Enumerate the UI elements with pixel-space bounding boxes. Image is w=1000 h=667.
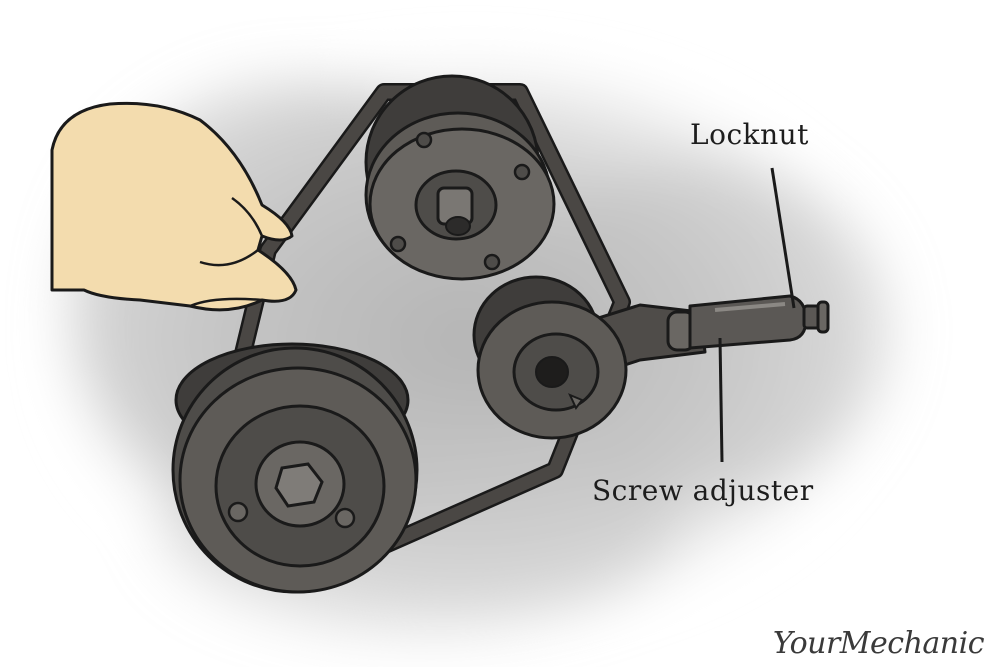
brand-watermark: YourMechanic	[772, 626, 985, 661]
locknut-leader-line	[770, 167, 796, 309]
locknut-label: Locknut	[690, 118, 809, 151]
hand-illustration	[50, 101, 298, 312]
screw-adjuster-leader-line	[718, 337, 724, 463]
screw-adjuster-label: Screw adjuster	[592, 474, 814, 507]
idler-pulley-illustration	[472, 275, 628, 440]
top-pulley-illustration	[364, 74, 556, 281]
crank-pulley-illustration	[171, 342, 419, 594]
